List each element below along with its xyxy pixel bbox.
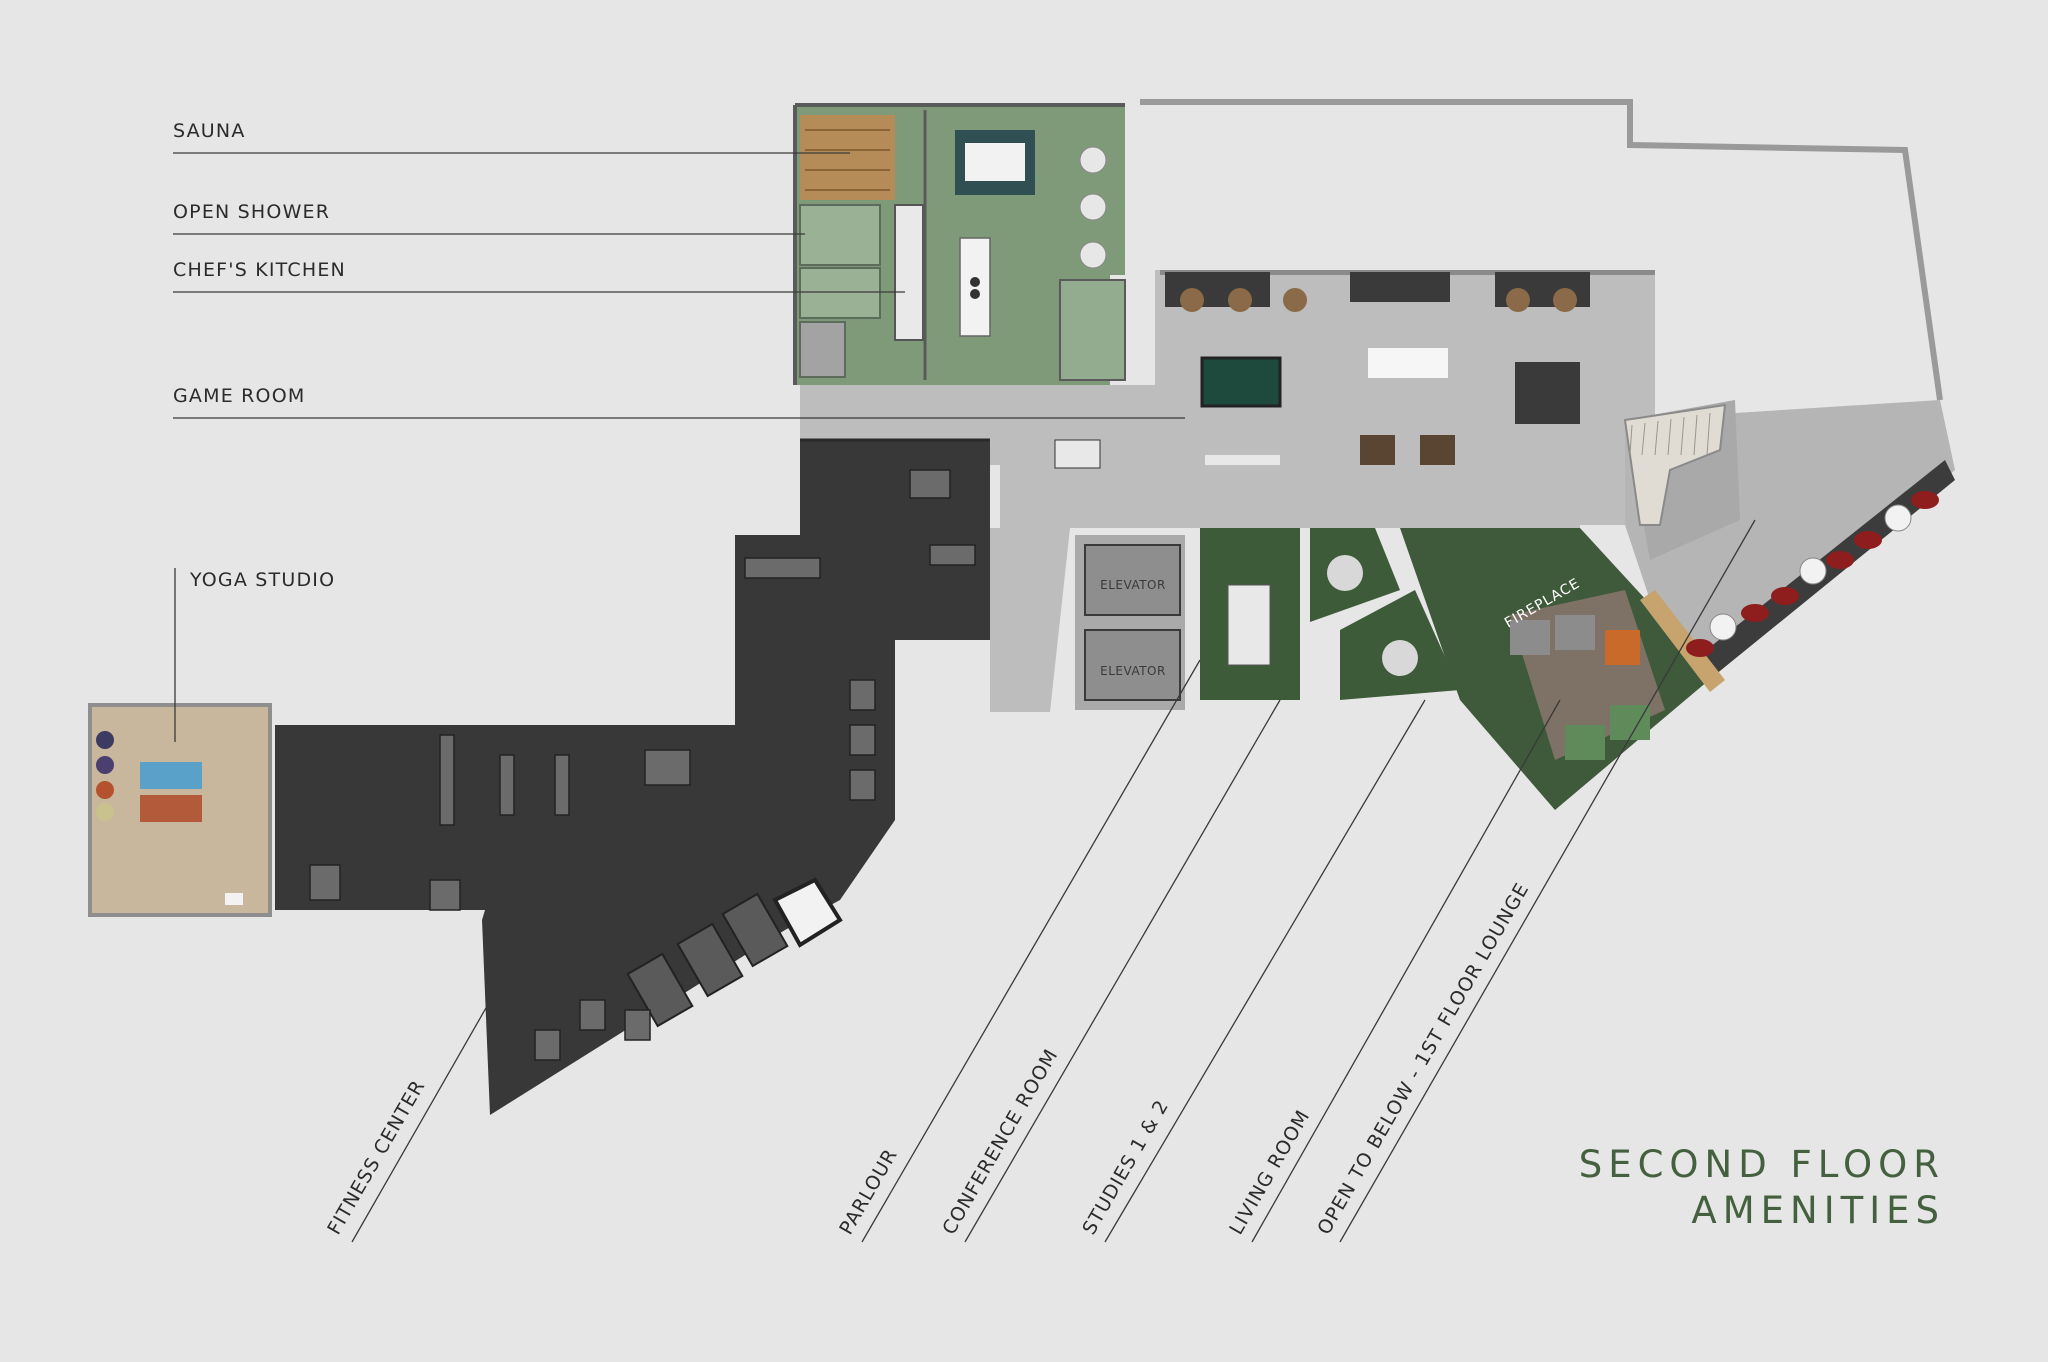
label-conference-room: CONFERENCE ROOM — [938, 1045, 1062, 1238]
game-room-furniture — [1054, 272, 1590, 469]
title-line-2: AMENITIES — [1691, 1189, 1945, 1232]
kitchen-spa-area — [793, 103, 1126, 385]
title-line-1: SECOND FLOOR — [1578, 1143, 1945, 1186]
label-parlour: PARLOUR — [835, 1145, 902, 1239]
yoga-studio-room — [88, 703, 272, 917]
leader-lines — [173, 152, 1756, 1243]
label-open-to-below: OPEN TO BELOW - 1ST FLOOR LOUNGE — [1313, 879, 1533, 1238]
label-living-room: LIVING ROOM — [1225, 1106, 1314, 1238]
label-yoga-studio: YOGA STUDIO — [189, 569, 335, 591]
lounge-furniture — [1686, 491, 1939, 657]
elevator-2-tag: ELEVATOR — [1100, 664, 1166, 678]
elevator-core: ELEVATOR ELEVATOR — [1075, 535, 1185, 710]
pool-table — [1200, 356, 1282, 408]
label-sauna: SAUNA — [173, 120, 246, 142]
label-open-shower: OPEN SHOWER — [173, 201, 330, 223]
label-fitness-center: FITNESS CENTER — [323, 1076, 429, 1238]
horizontal-labels: SAUNA OPEN SHOWER CHEF'S KITCHEN GAME RO… — [173, 120, 346, 591]
terrace-outline — [1140, 99, 1943, 401]
green-rooms: FIREPLACE — [1200, 528, 1725, 810]
label-game-room: GAME ROOM — [173, 385, 305, 407]
label-chefs-kitchen: CHEF'S KITCHEN — [173, 259, 346, 281]
page-title: SECOND FLOOR AMENITIES — [1579, 1142, 1945, 1234]
label-studies: STUDIES 1 & 2 — [1078, 1096, 1173, 1239]
fitness-center-area — [275, 438, 990, 1115]
sauna-room — [800, 115, 895, 200]
elevator-1-tag: ELEVATOR — [1100, 578, 1166, 592]
